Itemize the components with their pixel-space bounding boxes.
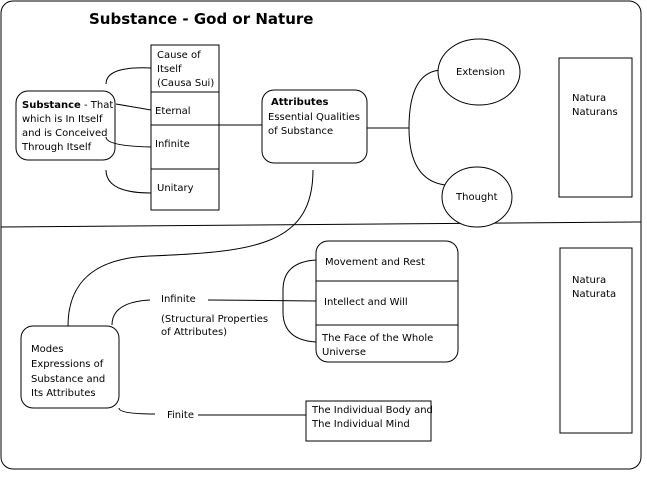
substance-line-2: which is In Itself [22,114,103,125]
property-infinite: Infinite [155,139,190,150]
substance-line-3: and is Conceived [22,128,107,139]
face-of-universe-line-1: The Face of the Whole [321,333,433,344]
modes-line-2: Expressions of [31,359,104,370]
svg-text:Substance - That: Substance - That [22,100,113,111]
modes-node: Modes Expressions of Substance and Its A… [20,325,120,409]
finite-modes-box: The Individual Body and The Individual M… [305,400,433,442]
thought-node: Thought [441,166,513,228]
attributes-line-3: of Substance [268,126,333,137]
finite-line-2: The Individual Mind [311,419,410,430]
finite-line-1: The Individual Body and [311,405,433,416]
natura-naturata-line-1: Natura [572,275,606,286]
intellect-and-will: Intellect and Will [324,297,408,308]
finite-modes-label: Finite [167,410,194,421]
infinite-connector [207,299,317,302]
natura-naturata-line-2: Naturata [572,289,616,300]
natura-naturans-line-2: Naturans [572,107,618,118]
property-cause-line-1: Cause of [157,50,201,61]
properties-column: Cause of Itself (Causa Sui) Eternal Infi… [150,44,220,211]
infinite-note-line-2: of Attributes) [161,327,227,338]
thought-label: Thought [455,192,498,203]
substance-node: Substance - That which is In Itself and … [15,90,116,161]
attributes-line-2: Essential Qualities [268,112,360,123]
infinite-modes-label: Infinite [161,294,196,305]
extension-label: Extension [456,67,505,78]
substance-heading-rest: - That [81,100,114,111]
substance-heading: Substance [22,100,81,111]
natura-naturans-line-1: Natura [572,93,606,104]
attributes-heading: Attributes [271,97,328,108]
diagram-title: Substance - God or Nature [89,10,313,28]
property-unitary: Unitary [157,183,194,194]
modes-line-1: Modes [31,344,63,355]
property-cause-line-3: (Causa Sui) [157,78,214,89]
face-of-universe-line-2: Universe [322,347,366,358]
infinite-modes-box: Movement and Rest Intellect and Will The… [315,240,459,363]
extension-node: Extension [437,38,521,106]
modes-line-3: Substance and [31,374,105,385]
natura-naturata-box: Natura Naturata [559,247,633,434]
section-divider [0,221,642,228]
modes-brace [111,299,156,415]
attributes-node: Attributes Essential Qualities of Substa… [261,89,368,164]
movement-and-rest: Movement and Rest [325,257,425,268]
substance-brace [105,67,152,194]
attributes-split-connector [367,69,446,186]
infinite-note-line-1: (Structural Properties [161,314,268,325]
substance-line-4: Through Itself [21,142,92,153]
natura-naturans-box: Natura Naturans [558,57,633,198]
modes-line-4: Its Attributes [31,388,96,399]
attributes-modes-curve [67,169,314,327]
property-eternal: Eternal [155,106,191,117]
property-cause-line-2: Itself [157,64,182,75]
